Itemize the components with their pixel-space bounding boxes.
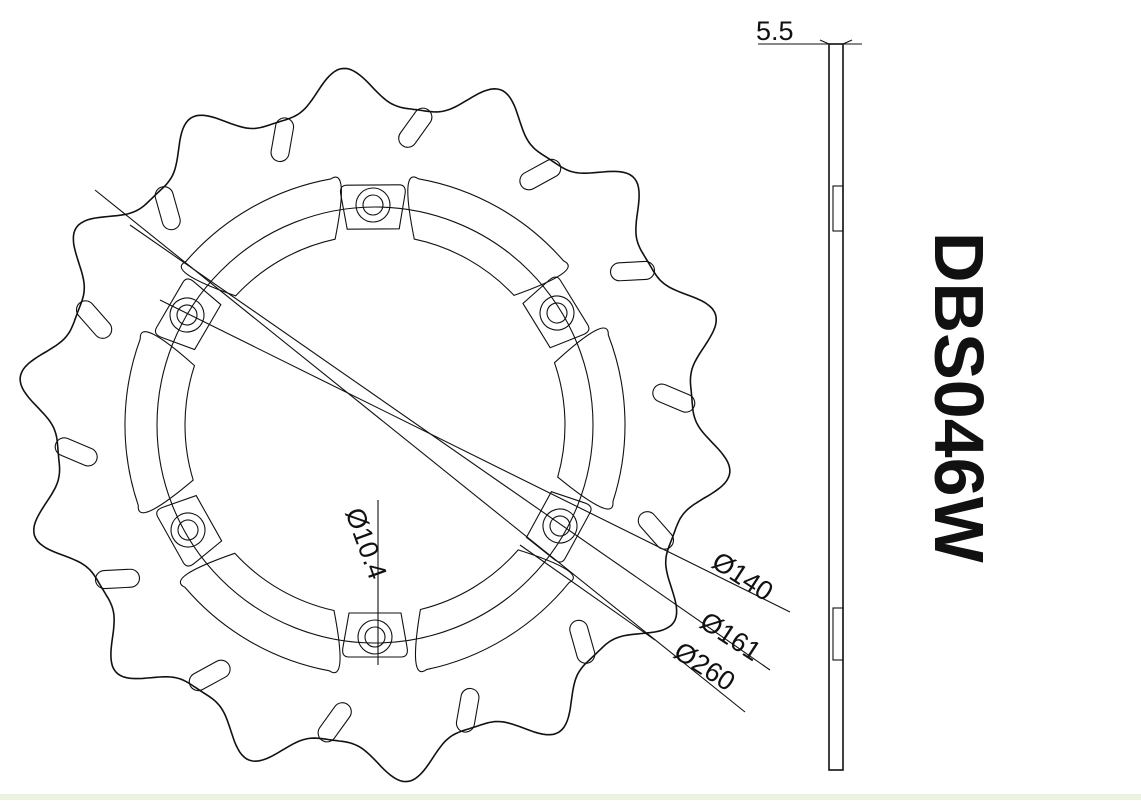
slot-hole [652,383,696,413]
disc-cutout-windows [124,176,626,674]
cutout-window [553,327,626,510]
slot-hole [398,107,433,148]
slot-hole [609,260,656,282]
diameter-labels: Ø10.4 Ø140 Ø161 Ø260 [339,504,778,697]
diameter-leader-lines [94,189,791,713]
slot-hole [519,158,562,191]
disc-side-profile [828,43,844,771]
slot-hole [637,511,675,550]
cutout-window [179,552,341,674]
disc-side-view: 5.5 [756,16,862,771]
slot-hole [455,687,480,733]
slot-hole [154,186,181,231]
bolt-boss [342,612,408,658]
bolt-boss [156,494,223,567]
slot-hole [270,117,295,163]
cutout-window [180,176,342,297]
disc-center-circle [156,206,594,644]
slot-hole [569,619,596,664]
slot-hole [317,702,352,743]
cutout-window [407,176,569,297]
brake-disc-front-view [19,67,791,783]
bottom-edge-strip [0,794,1141,800]
mounting-hole-dimension: Ø10.4 [339,504,392,583]
bolt-boss [339,184,406,230]
thickness-dimension: 5.5 [756,16,794,46]
braking-surface-slots [54,107,696,743]
bolt-boss [522,276,590,349]
side-mount-tab-bottom [832,607,844,661]
bolt-boss [154,278,222,351]
bolt-circle-dimension: Ø140 [707,546,779,607]
slot-hole [54,437,98,467]
slot-hole [94,568,141,590]
model-code: DBS046W [920,232,998,563]
side-mount-tab-top [832,185,844,232]
slot-hole [188,659,231,692]
cutout-window [124,331,196,514]
slot-hole [75,300,113,339]
mounting-bolt-holes [154,184,592,658]
cutout-window [414,549,574,673]
disc-wavy-outer-edge [19,67,731,783]
